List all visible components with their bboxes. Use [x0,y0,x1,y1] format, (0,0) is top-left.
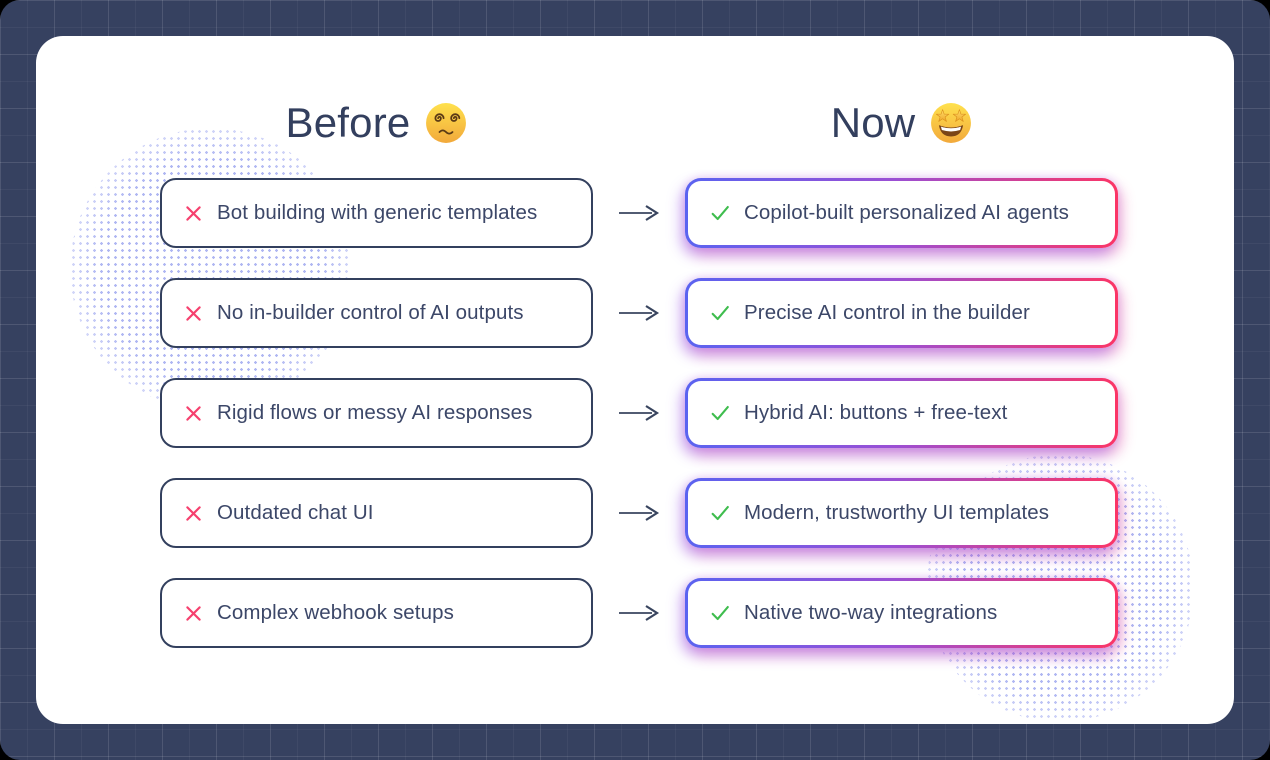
before-item: Rigid flows or messy AI responses [160,378,593,448]
before-column-header: Before [160,92,593,148]
now-item-label: Copilot-built personalized AI agents [744,201,1069,224]
x-mark-icon [183,403,204,424]
now-item-label: Hybrid AI: buttons + free-text [744,401,1008,424]
check-icon [709,602,731,624]
x-mark-icon [183,203,204,224]
before-heading: Before [285,99,411,146]
comparison-card: Before Now [36,36,1234,724]
now-item: Native two-way integrations [685,578,1118,648]
right-arrow-icon [619,205,660,221]
before-item-label: Rigid flows or messy AI responses [217,401,533,424]
right-arrow-icon [619,405,660,421]
before-item: Bot building with generic templates [160,178,593,248]
check-icon [709,202,731,224]
now-heading: Now [830,99,916,146]
before-item-label: Outdated chat UI [217,501,374,524]
arrow-cell [593,578,685,648]
now-column-header: Now [685,92,1118,148]
star-struck-emoji [931,103,972,143]
right-arrow-icon [619,605,660,621]
x-mark-icon [183,503,204,524]
arrow-cell [593,278,685,348]
before-item: No in-builder control of AI outputs [160,278,593,348]
arrow-cell [593,478,685,548]
now-item-label: Precise AI control in the builder [744,301,1030,324]
comparison-table: Before Now [160,92,1118,648]
dizzy-face-emoji [426,103,467,143]
check-icon [709,502,731,524]
right-arrow-icon [619,505,660,521]
now-item: Hybrid AI: buttons + free-text [685,378,1118,448]
right-arrow-icon [619,305,660,321]
before-item-label: Bot building with generic templates [217,201,538,224]
x-mark-icon [183,303,204,324]
x-mark-icon [183,603,204,624]
before-item-label: Complex webhook setups [217,601,454,624]
before-item-label: No in-builder control of AI outputs [217,301,524,324]
now-item: Modern, trustworthy UI templates [685,478,1118,548]
now-item-label: Native two-way integrations [744,601,998,624]
now-item: Precise AI control in the builder [685,278,1118,348]
arrow-cell [593,378,685,448]
check-icon [709,302,731,324]
dot-pattern-left [70,128,352,410]
now-item-label: Modern, trustworthy UI templates [744,501,1050,524]
check-icon [709,402,731,424]
header-spacer [593,92,685,148]
before-item: Outdated chat UI [160,478,593,548]
arrow-cell [593,178,685,248]
now-item: Copilot-built personalized AI agents [685,178,1118,248]
before-item: Complex webhook setups [160,578,593,648]
